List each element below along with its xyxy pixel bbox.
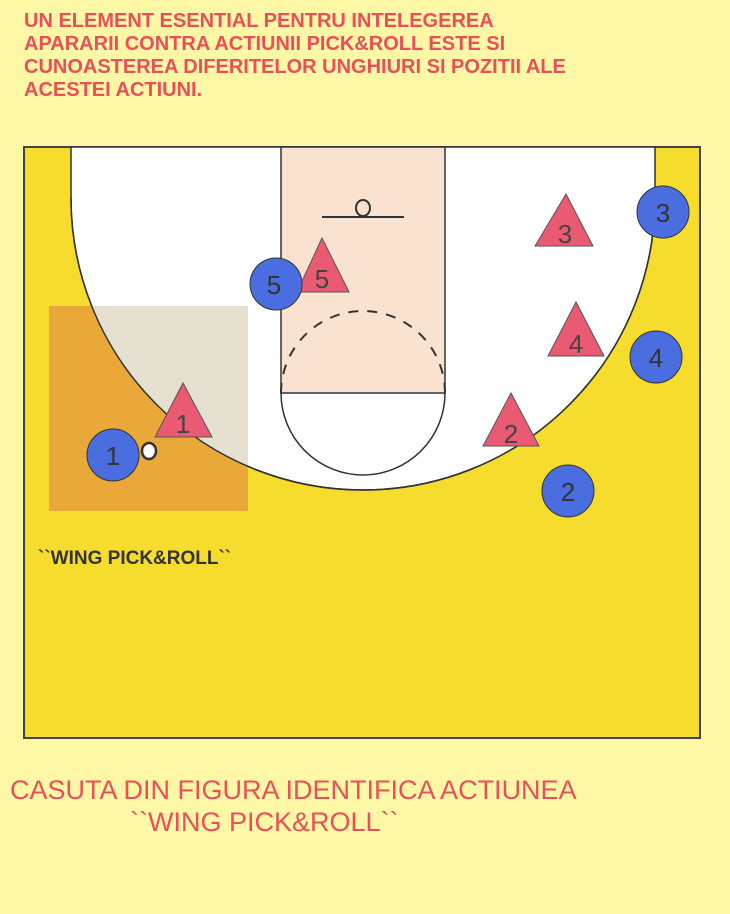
offense-player-2: 2 [541,464,595,518]
defender-2: 2 [482,391,540,449]
rim-icon [355,199,371,217]
offense-player-4: 4 [629,330,683,384]
intro-line: UN ELEMENT ESENTIAL PENTRU INTELEGEREA [24,10,494,32]
three-point-line [70,197,656,491]
defender-label: 2 [504,419,518,449]
offense-player-1: 1 [86,428,140,482]
intro-line: CUNOASTEREA DIFERITELOR UNGHIURI SI POZI… [24,56,566,78]
box-label: ``WING PICK&ROLL`` [38,548,231,569]
ball-icon [140,441,158,461]
player-label: 5 [267,270,281,300]
defender-3: 3 [534,192,594,249]
offense-player-3: 3 [636,185,690,239]
free-throw-circle-dashed [280,310,446,394]
intro-line: APARARII CONTRA ACTIUNII PICK&ROLL ESTE … [24,33,506,55]
free-throw-circle [280,392,446,476]
defender-4: 4 [547,300,605,359]
defender-1: 1 [154,381,213,439]
intro-text: UN ELEMENT ESENTIAL PENTRU INTELEGEREA A… [24,10,566,102]
offense-players: 1 2 3 4 5 [86,185,690,518]
player-label: 1 [106,441,120,471]
defender-5: 5 [296,236,350,294]
player-label: 4 [649,343,663,373]
player-label: 3 [656,198,670,228]
defender-label: 4 [569,329,583,359]
caption-line: ``WING PICK&ROLL`` [130,807,399,837]
defense-players: 1 2 3 4 5 [154,192,605,449]
paint [280,146,446,394]
offense-player-5: 5 [249,257,303,311]
defender-label: 1 [176,409,190,439]
player-label: 2 [561,477,575,507]
caption-line: CASUTA DIN FIGURA IDENTIFICA ACTIUNEA [10,775,577,805]
caption: CASUTA DIN FIGURA IDENTIFICA ACTIUNEA ``… [10,774,577,838]
defender-label: 5 [315,264,329,294]
intro-line: ACESTEI ACTIUNI. [24,79,203,101]
defender-label: 3 [558,219,572,249]
